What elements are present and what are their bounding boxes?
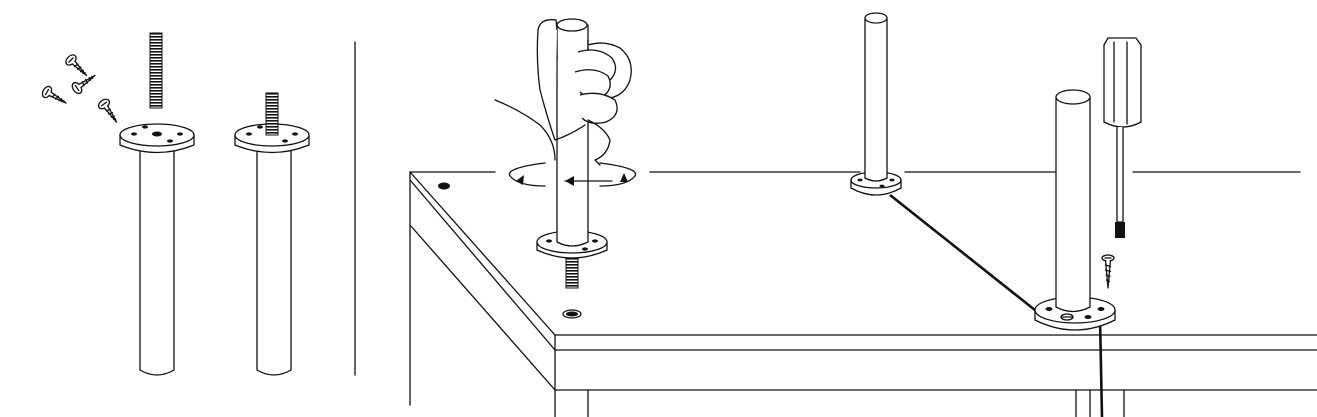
- screw-icon: [41, 85, 67, 104]
- screw-icon: [1101, 254, 1115, 289]
- hand-icon: [494, 19, 632, 166]
- rotation-arrow-icon: [508, 162, 637, 187]
- screw-icon: [97, 98, 118, 123]
- parts-panel: [41, 32, 310, 376]
- insert-hole: [438, 182, 450, 190]
- leg-icon: [119, 123, 195, 376]
- screw-icon: [71, 74, 96, 95]
- cabinet-icon: [409, 171, 1317, 417]
- screwdriver-icon: [1103, 37, 1142, 238]
- leg-icon: [850, 12, 902, 196]
- threaded-rod-icon: [149, 32, 163, 109]
- screw-icon: [65, 54, 88, 77]
- leg-icon: [1034, 89, 1116, 331]
- leg-icon: [234, 92, 310, 376]
